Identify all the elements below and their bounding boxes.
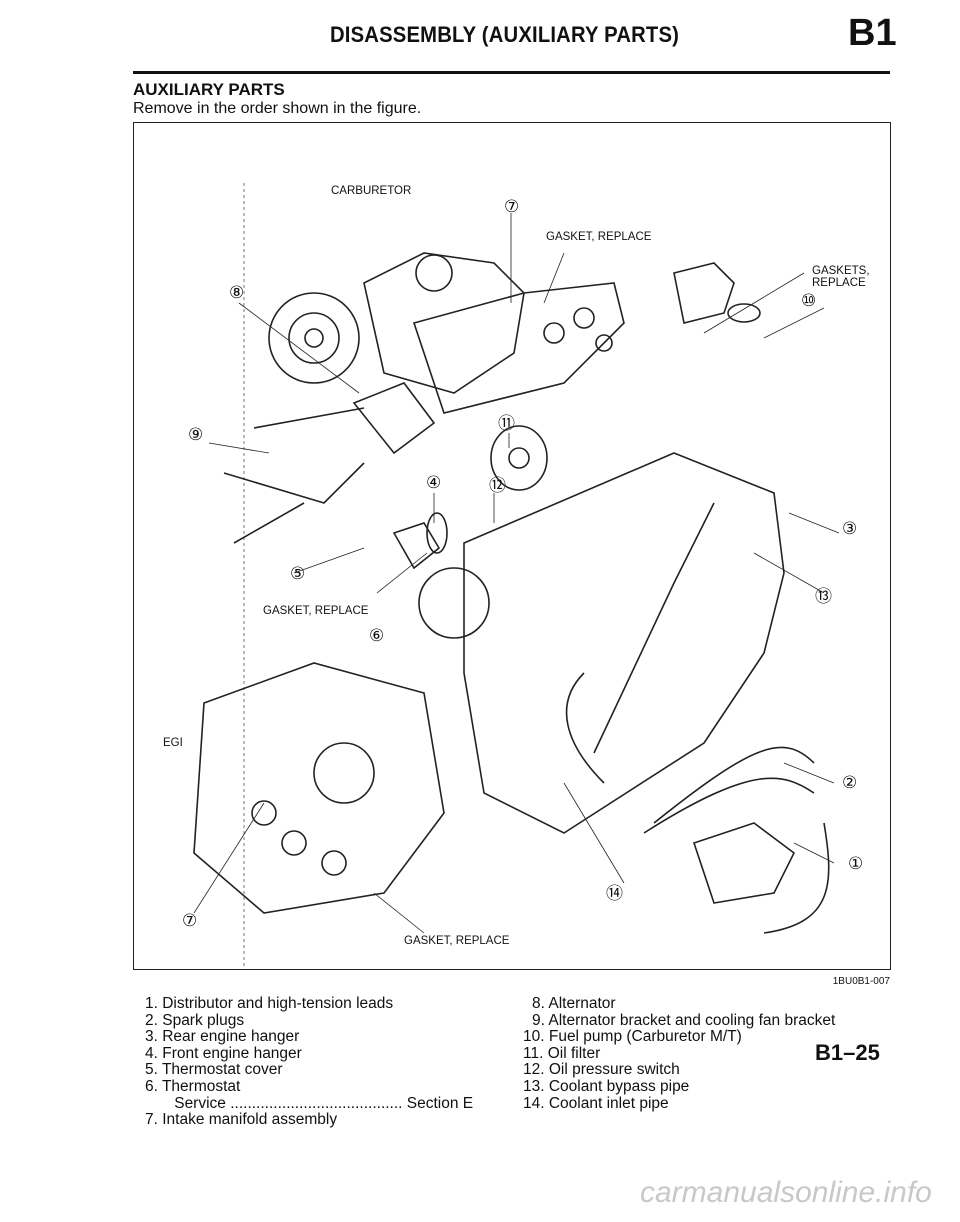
list-item: Service ................................…: [157, 1094, 474, 1112]
callout-6: ⑥: [369, 626, 385, 645]
callout-7: ⑦: [182, 911, 198, 930]
list-item: 9. Alternator bracket and cooling fan br…: [532, 1011, 836, 1029]
list-item: 10. Fuel pump (Carburetor M/T): [523, 1028, 742, 1046]
callout-12: ⑫: [489, 476, 506, 495]
exploded-view-figure: CARBURETOR GASKET, REPLACE GASKETS, REPL…: [133, 122, 891, 970]
list-item: 6. Thermostat: [145, 1077, 241, 1095]
parts-list-right: 8. Alternator 9. Alternator bracket and …: [523, 995, 836, 1112]
list-item: 3. Rear engine hanger: [145, 1028, 300, 1046]
list-item: 1. Distributor and high-tension leads: [145, 995, 394, 1012]
list-item: 4. Front engine hanger: [145, 1044, 302, 1062]
list-item: 8. Alternator: [532, 995, 616, 1012]
callout-5: ⑤: [290, 564, 306, 583]
callout-9: ⑨: [188, 425, 204, 444]
callout-1: ①: [848, 854, 864, 873]
section-instruction: Remove in the order shown in the figure.: [133, 100, 422, 117]
callout-14: ⑭: [606, 884, 623, 903]
watermark: carmanualsonline.info: [640, 1176, 932, 1209]
callout-3: ③: [842, 519, 858, 538]
figure-code: 1BU0B1-007: [832, 976, 890, 987]
list-item: 2. Spark plugs: [145, 1011, 245, 1029]
list-item: 12. Oil pressure switch: [523, 1061, 680, 1079]
list-item: 13. Coolant bypass pipe: [523, 1077, 690, 1095]
label-carburetor: CARBURETOR: [331, 185, 412, 197]
list-item: 7. Intake manifold assembly: [145, 1111, 338, 1129]
label-gasket-replace: GASKET, REPLACE: [546, 231, 652, 243]
callout-13: ⑬: [815, 587, 832, 606]
callout-10: ⑩: [801, 291, 817, 310]
callout-7: ⑦: [504, 197, 520, 216]
label-gasket-replace: GASKET, REPLACE: [263, 605, 369, 617]
header-rule: [133, 71, 890, 74]
list-item: 5. Thermostat cover: [145, 1061, 283, 1079]
callout-2: ②: [842, 773, 858, 792]
label-gaskets-replace: GASKETS, REPLACE: [812, 265, 870, 289]
parts-list-left: 1. Distributor and high-tension leads 2.…: [145, 995, 474, 1129]
page-number: B1–25: [815, 1040, 880, 1065]
callout-4: ④: [426, 473, 442, 492]
callout-8: ⑧: [229, 283, 245, 302]
callout-11: ⑪: [498, 414, 515, 433]
section-code: B1: [848, 12, 897, 54]
label-egi: EGI: [163, 737, 183, 749]
list-item: 14. Coolant inlet pipe: [523, 1094, 669, 1112]
section-heading: AUXILIARY PARTS: [133, 80, 285, 99]
list-item: 11. Oil filter: [523, 1044, 601, 1062]
page-title: DISASSEMBLY (AUXILIARY PARTS): [330, 22, 680, 47]
engine-illustration: [193, 183, 840, 969]
label-gasket-replace: GASKET, REPLACE: [404, 935, 510, 947]
